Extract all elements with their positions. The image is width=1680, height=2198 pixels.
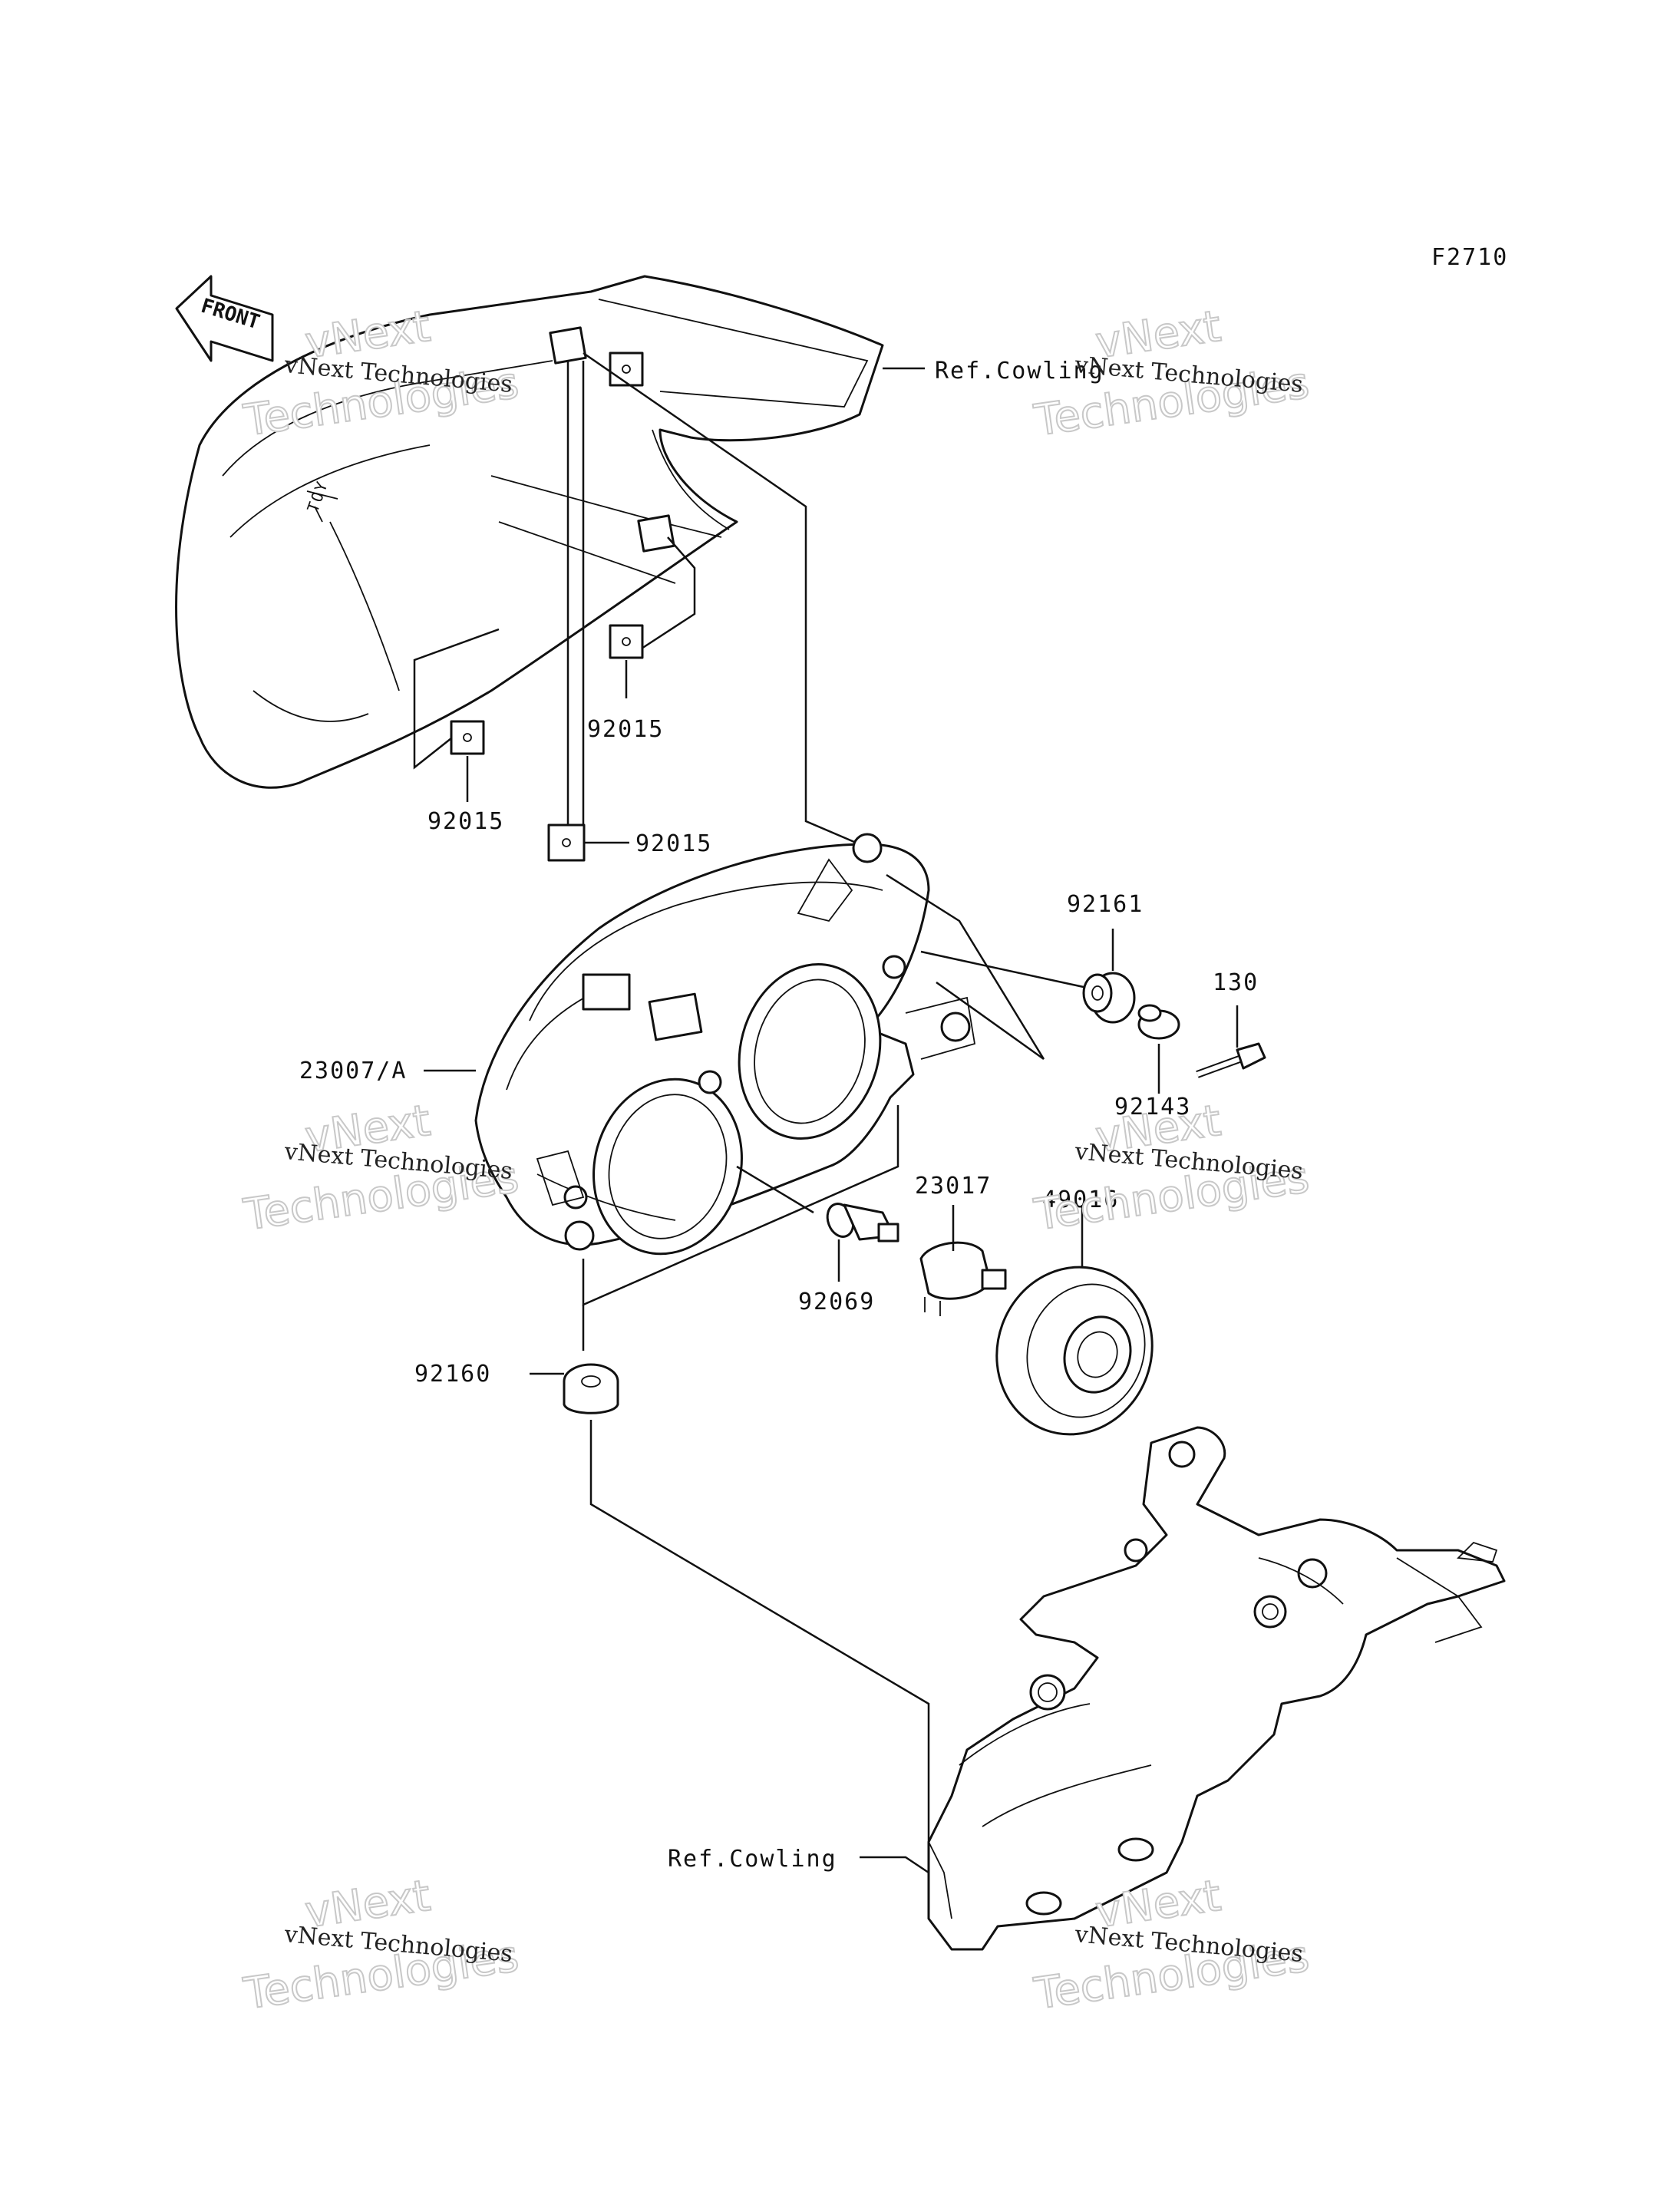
headlight-bracket-illustration: [927, 1426, 1506, 1951]
label-92160: 92160: [414, 1361, 491, 1388]
figure-code: F2710: [1431, 244, 1508, 271]
label-ref-cowling-bottom: Ref.Cowling: [668, 1846, 837, 1873]
boot-49016-illustration: [995, 1266, 1154, 1436]
label-92069: 92069: [798, 1289, 875, 1315]
socket-23017-illustration: [919, 1241, 1007, 1316]
watermark-bottom-left: vNext Technologies vNext Technologies: [239, 1870, 522, 2020]
front-arrow-icon: FRONT: [175, 275, 274, 362]
headlight-assembly-illustration: [474, 833, 976, 1256]
label-23017: 23017: [915, 1173, 992, 1200]
bulb-92069-illustration: [826, 1203, 899, 1243]
label-92015-b: 92015: [427, 808, 504, 835]
clip-92015-a-illustration: [609, 351, 644, 387]
clip-92015-d-illustration: [547, 823, 586, 862]
upper-cowling-illustration: TOY: [175, 275, 884, 789]
label-92015-c: 92015: [635, 830, 712, 857]
label-ref-cowling-top: Ref.Cowling: [935, 358, 1104, 384]
label-92015-a: 92015: [587, 716, 664, 743]
clip-92015-b-illustration: [609, 624, 644, 659]
grommet-92161-illustration: [1082, 972, 1136, 1024]
label-92161: 92161: [1067, 891, 1144, 918]
label-92143: 92143: [1114, 1094, 1191, 1120]
clip-92015-c-illustration: [450, 720, 485, 755]
bolt-130-illustration: [1196, 1042, 1266, 1078]
grommet-92160-illustration: [563, 1363, 619, 1414]
label-23007-a: 23007/A: [299, 1058, 407, 1084]
collar-92143-illustration: [1137, 1004, 1180, 1040]
label-49016: 49016: [1042, 1186, 1119, 1213]
watermark-middle-right: vNext Technologies vNext Technologies: [1030, 1095, 1312, 1241]
label-130: 130: [1213, 969, 1259, 996]
